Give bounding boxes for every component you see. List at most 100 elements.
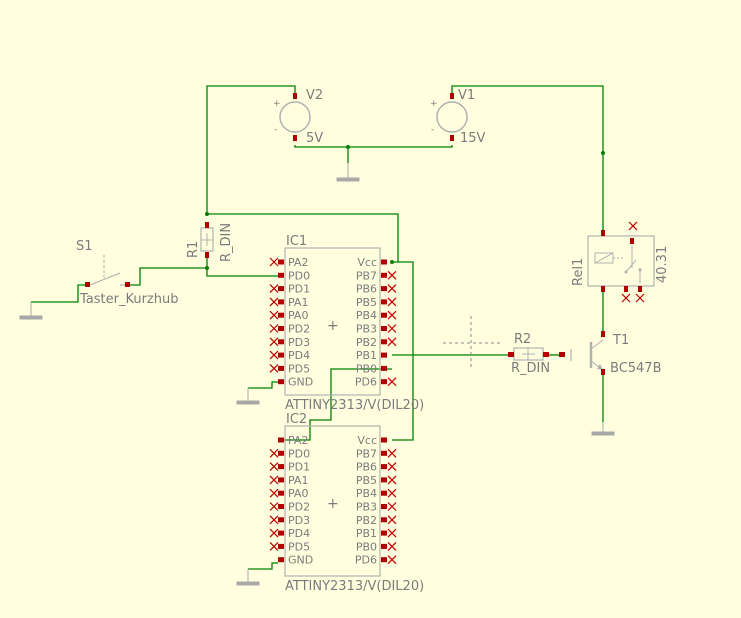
ic-pin-label: GND (288, 376, 313, 389)
junction-dot (601, 151, 605, 155)
wire-ic1-vcc-to-ic2-vcc (392, 261, 414, 441)
ic-pin-label: PD2 (288, 323, 310, 336)
unconnected-pin-icon (387, 284, 397, 294)
pin-pad (278, 490, 284, 496)
r2-value: R_DIN (511, 361, 550, 376)
pin-pad (381, 437, 387, 443)
ic2-value: ATTINY2313/V(DIL20) (285, 579, 424, 594)
pin-pad (381, 490, 387, 496)
unconnected-pin-icon (269, 515, 279, 525)
ic-pin-label: PD1 (288, 283, 310, 296)
pin-pad (278, 352, 284, 358)
relay-rel1[interactable]: Rel1 40.31 (571, 221, 670, 303)
unconnected-pin-icon (387, 462, 397, 472)
unconnected-pin-icon (269, 350, 279, 360)
pin-pad (543, 352, 549, 357)
unconnected-pin-icon (387, 310, 397, 320)
relay-contact-icon (625, 259, 637, 273)
unconnected-pin-icon (269, 502, 279, 511)
unconnected-pin-icon (269, 284, 279, 294)
ic1-origin-cross: + (327, 318, 339, 334)
ic1[interactable]: + IC1 ATTINY2313/V(DIL20) PA2PD0PD1PA1PA… (269, 234, 424, 413)
pin-pad (278, 365, 284, 371)
pin-pad (278, 272, 284, 278)
pin-pad (278, 557, 284, 563)
ic-pin-label: PD6 (355, 554, 377, 567)
t1-name: T1 (612, 333, 629, 348)
pin-pad (278, 450, 284, 456)
s1-value: Taster_Kurzhub (79, 292, 178, 307)
pin-pad (125, 282, 130, 287)
rel1-name: Rel1 (571, 258, 586, 286)
pin-pad (559, 352, 565, 357)
ic-pin-label: PB0 (356, 540, 377, 553)
ic-pin-label: PB3 (356, 501, 377, 514)
voltage-source-v2[interactable]: + - V2 5V (273, 88, 323, 146)
switch-s1[interactable]: S1 Taster_Kurzhub (76, 239, 178, 307)
r2-name: R2 (514, 332, 531, 347)
unconnected-pin-icon (387, 541, 397, 551)
minus-sign: - (431, 125, 434, 135)
v1-name: V1 (458, 88, 475, 103)
wire-ic2-gnd (248, 562, 278, 570)
wire-switch-to-r1 (130, 267, 207, 286)
r1-name: R1 (186, 241, 201, 258)
ic2[interactable]: + IC2 ATTINY2313/V(DIL20) PA2PD0PD1PA1PA… (269, 412, 424, 594)
unconnected-pin-icon (269, 324, 279, 333)
pin-pad (293, 135, 297, 141)
unconnected-pin-icon (387, 270, 397, 280)
ic-pin-label: PA0 (288, 309, 308, 322)
source-circle-icon (279, 101, 311, 133)
pin-pad (278, 312, 284, 318)
ic-pin-label: PB5 (356, 296, 377, 309)
unconnected-pin-icon (269, 475, 279, 485)
wire-v2-plus-to-r1 (206, 85, 296, 214)
resistor-r1[interactable]: R1 R_DIN (186, 222, 234, 262)
unconnected-pin-icon (387, 337, 397, 347)
pin-pad (381, 504, 387, 509)
ic-pin-label: PD1 (288, 461, 310, 474)
relay-body (587, 235, 655, 287)
source-circle-icon (436, 101, 468, 133)
unconnected-pin-icon (269, 528, 279, 538)
unconnected-pin-icon (269, 541, 279, 551)
pin-pad (381, 286, 387, 292)
wire-switch-ground (31, 284, 86, 303)
pin-pad (381, 352, 387, 358)
minus-sign: - (274, 125, 277, 135)
pin-pad (601, 369, 605, 375)
pin-pad (381, 477, 387, 483)
resistor-r2[interactable]: R2 R_DIN (508, 332, 550, 376)
voltage-source-v1[interactable]: + - V1 15V (430, 88, 486, 146)
plus-sign: + (273, 99, 281, 109)
ic-pin-label: PD4 (288, 527, 310, 540)
pin-pad (278, 477, 284, 483)
ic2-name: IC2 (286, 412, 307, 427)
unconnected-pin-icon (269, 297, 279, 307)
unconnected-pin-icon (269, 337, 279, 347)
ic1-value: ATTINY2313/V(DIL20) (285, 398, 424, 413)
ground-icon (236, 388, 260, 405)
ground-icon (591, 422, 615, 436)
unconnected-pin-icon (269, 310, 279, 320)
ic-pin-label: PB1 (356, 527, 377, 540)
pin-pad (85, 282, 90, 287)
transistor-t1[interactable]: T1 BC547B (559, 331, 662, 376)
ic-pin-label: PB6 (356, 283, 377, 296)
pin-pad (278, 286, 284, 292)
ic-pin-label: Vcc (357, 256, 377, 269)
unconnected-pin-icon (387, 448, 397, 458)
ic-pin-label: PB3 (356, 323, 377, 336)
ic-pin-label: PB7 (356, 269, 377, 282)
ic1-body (284, 247, 381, 396)
pin-pad (205, 252, 209, 258)
ic-pin-label: PA1 (288, 296, 308, 309)
switch-contact-icon (89, 272, 121, 286)
ground-symbols (19, 163, 615, 586)
wire-ic1-pb0-to-ic2-pa2 (278, 368, 392, 441)
pin-pad (278, 379, 284, 385)
v2-value: 5V (306, 131, 323, 146)
unconnected-pin-icon (387, 515, 397, 525)
unconnected-pin-icon (269, 462, 279, 472)
